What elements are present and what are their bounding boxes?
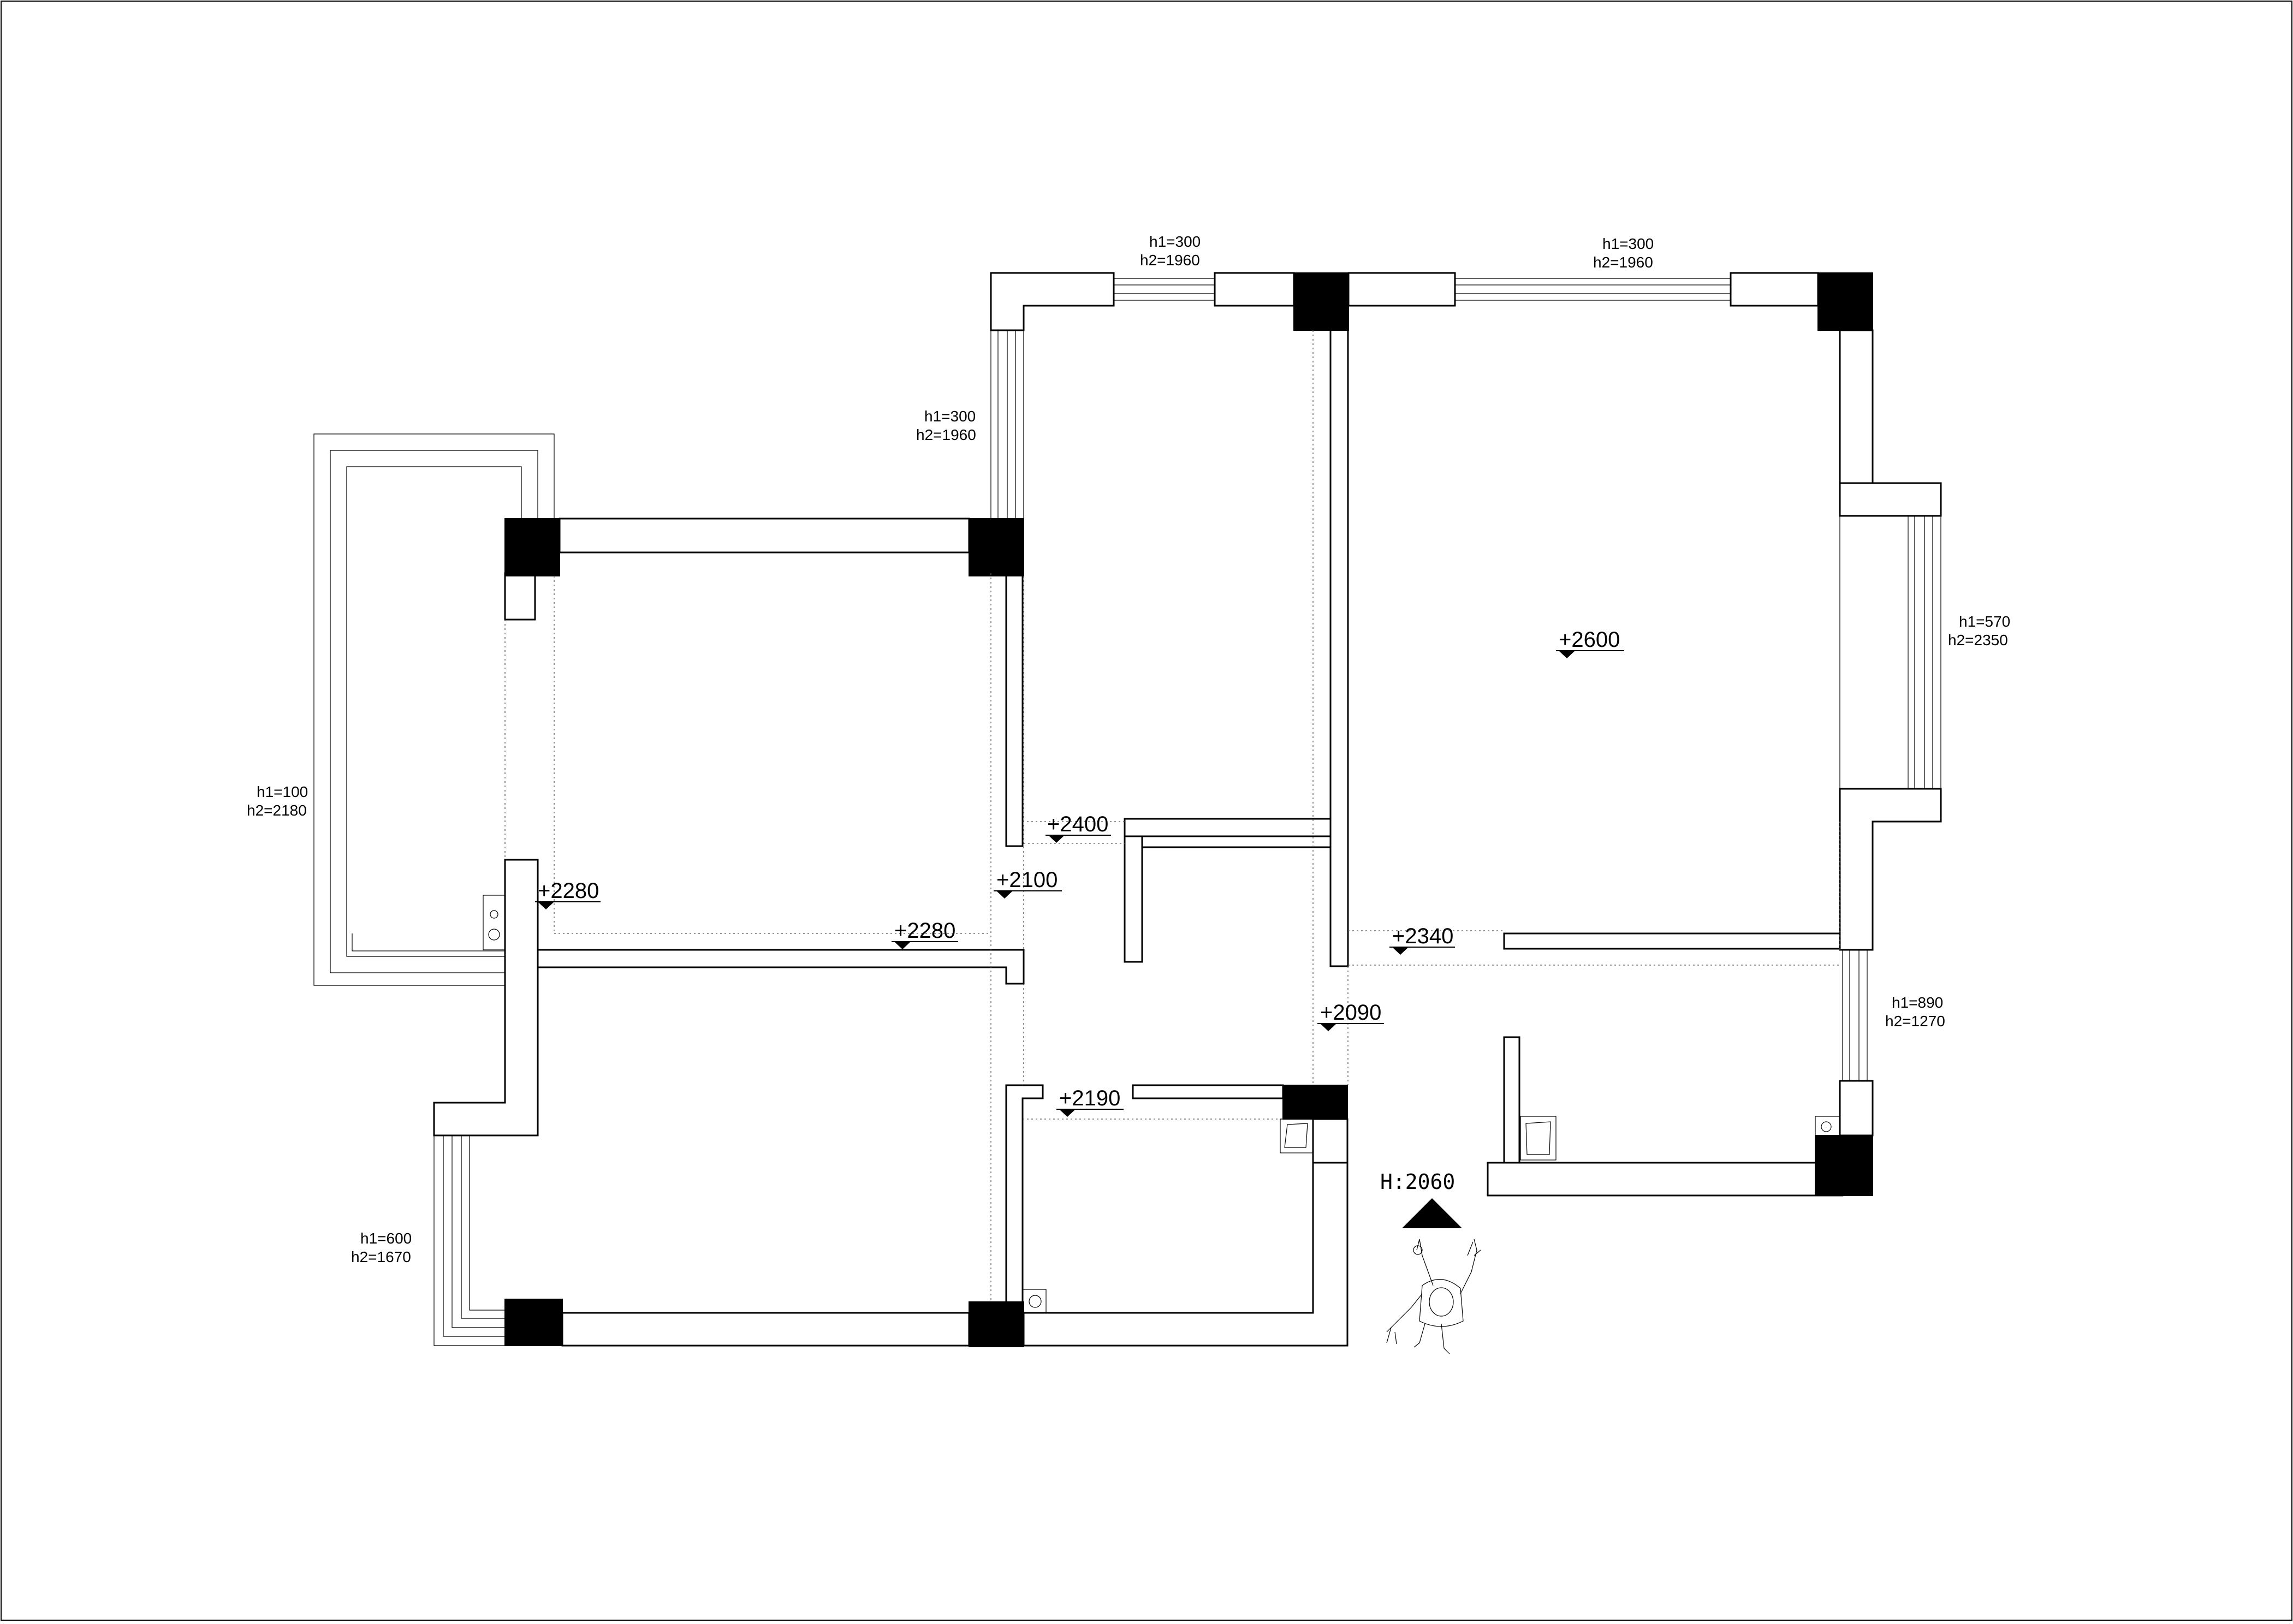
wall-left-exterior	[433, 859, 539, 1137]
wall-top-segment	[1214, 272, 1295, 307]
level-label: +2100	[996, 868, 1058, 892]
column	[969, 518, 1024, 576]
column	[1293, 272, 1349, 331]
sink-icon	[1520, 1116, 1557, 1161]
window-note-h1: h1=890	[1892, 994, 1943, 1011]
wall-center-vertical	[1329, 305, 1349, 967]
wall-entrance-right	[1487, 1162, 1844, 1197]
window-note-h2: h2=1960	[1140, 252, 1200, 269]
level-marker: +2090	[1317, 1001, 1384, 1031]
window-note: h1=570 h2=2350	[1948, 613, 2010, 649]
wall-mid-vertical	[1005, 572, 1024, 847]
floor-drain	[483, 895, 506, 950]
wall-right-partition	[1503, 932, 1841, 950]
level-label: +2280	[538, 879, 599, 903]
window-note-h2: h2=2350	[1948, 632, 2008, 649]
window-note: h1=300 h2=1960	[1593, 235, 1654, 271]
wall-center-shelf-leg	[1124, 835, 1143, 963]
entrance-arrow-icon	[1402, 1198, 1462, 1228]
column	[1815, 1135, 1873, 1196]
window-note-h1: h1=600	[360, 1230, 412, 1247]
column	[504, 518, 560, 576]
beam-lines	[504, 330, 1840, 1302]
entrance-height-label: H:2060	[1380, 1170, 1455, 1194]
person-icon	[1386, 1239, 1481, 1354]
level-marker: +2280	[535, 879, 601, 909]
wall-bottom-right	[1023, 1162, 1349, 1347]
window-note: h1=100 h2=2180	[247, 783, 308, 819]
level-label: +2340	[1392, 924, 1453, 948]
fixtures	[1022, 1116, 1840, 1313]
walls	[433, 272, 1942, 1347]
wall-bottom	[561, 1312, 970, 1347]
window-note: h1=600 h2=1670	[351, 1230, 412, 1265]
window-note-h1: h1=570	[1959, 613, 2010, 630]
wall-bath-top	[1132, 1084, 1284, 1099]
level-marker: +2600	[1556, 628, 1624, 658]
window-top-left	[1114, 278, 1215, 301]
level-label: +2600	[1559, 628, 1620, 652]
level-label: +2190	[1059, 1086, 1120, 1110]
window-left-upper	[990, 330, 1024, 519]
window-note-h2: h2=2180	[247, 802, 307, 819]
entrance: H:2060	[1380, 1170, 1481, 1354]
window-bay-right	[1839, 516, 1941, 789]
window-note: h1=300 h2=1960	[1140, 233, 1201, 269]
bay-wall-top	[1839, 482, 1942, 517]
wall-top-segment	[1347, 272, 1456, 307]
window-note: h1=300 h2=1960	[916, 408, 976, 443]
level-label: +2400	[1047, 812, 1108, 836]
wall-right-lower	[1839, 1080, 1874, 1137]
wall-bath-corner	[1312, 1118, 1349, 1164]
level-label: +2090	[1320, 1001, 1381, 1025]
level-marker: +2280	[892, 919, 958, 949]
balcony-left	[313, 433, 555, 986]
level-marker: +2400	[1045, 812, 1111, 843]
window-note: h1=890 h2=1270	[1885, 994, 1945, 1030]
window-height-notes: h1=300 h2=1960 h1=300 h2=1960 h1=300 h2=…	[247, 233, 2010, 1265]
windows	[313, 278, 1941, 1346]
window-note-h2: h2=1270	[1885, 1013, 1945, 1030]
wall-center-shelf	[1124, 818, 1332, 837]
column	[1817, 272, 1873, 331]
floor-drain-icon	[1815, 1116, 1840, 1136]
wall-center-shelf-inner	[1141, 835, 1332, 848]
window-note-h2: h2=1960	[1593, 254, 1653, 271]
window-note-h2: h2=1670	[351, 1248, 411, 1265]
wall-top-segment	[1730, 272, 1819, 307]
window-top-right	[1455, 278, 1731, 301]
column	[969, 1301, 1024, 1347]
window-note-h1: h1=100	[257, 783, 308, 800]
window-note-h1: h1=300	[924, 408, 976, 425]
structural-columns	[504, 272, 1873, 1347]
wall-top-left-corner	[990, 272, 1115, 331]
bay-wall-bottom	[1839, 788, 1942, 951]
wall-left-divider	[537, 949, 1025, 985]
toilet-icon	[1280, 1119, 1314, 1153]
level-marker: +2100	[994, 868, 1062, 899]
wall-room-top	[559, 517, 970, 554]
wall-pillar-stub	[504, 572, 536, 621]
window-note-h2: h2=1960	[916, 426, 976, 443]
window-bottom-left	[433, 1135, 505, 1346]
window-note-h1: h1=300	[1149, 233, 1201, 250]
floor-level-markers: +2600 +2400 +2100 +2280 +2280 +2340	[535, 628, 1624, 1117]
column	[1282, 1085, 1348, 1120]
window-note-h1: h1=300	[1602, 235, 1654, 252]
wall-entrance-stub	[1503, 1036, 1520, 1164]
level-marker: +2340	[1389, 924, 1455, 955]
level-label: +2280	[894, 919, 955, 943]
floor-drain-icon	[1022, 1289, 1047, 1313]
window-right-lower	[1842, 950, 1868, 1081]
level-marker: +2190	[1056, 1086, 1124, 1117]
column	[504, 1299, 563, 1346]
